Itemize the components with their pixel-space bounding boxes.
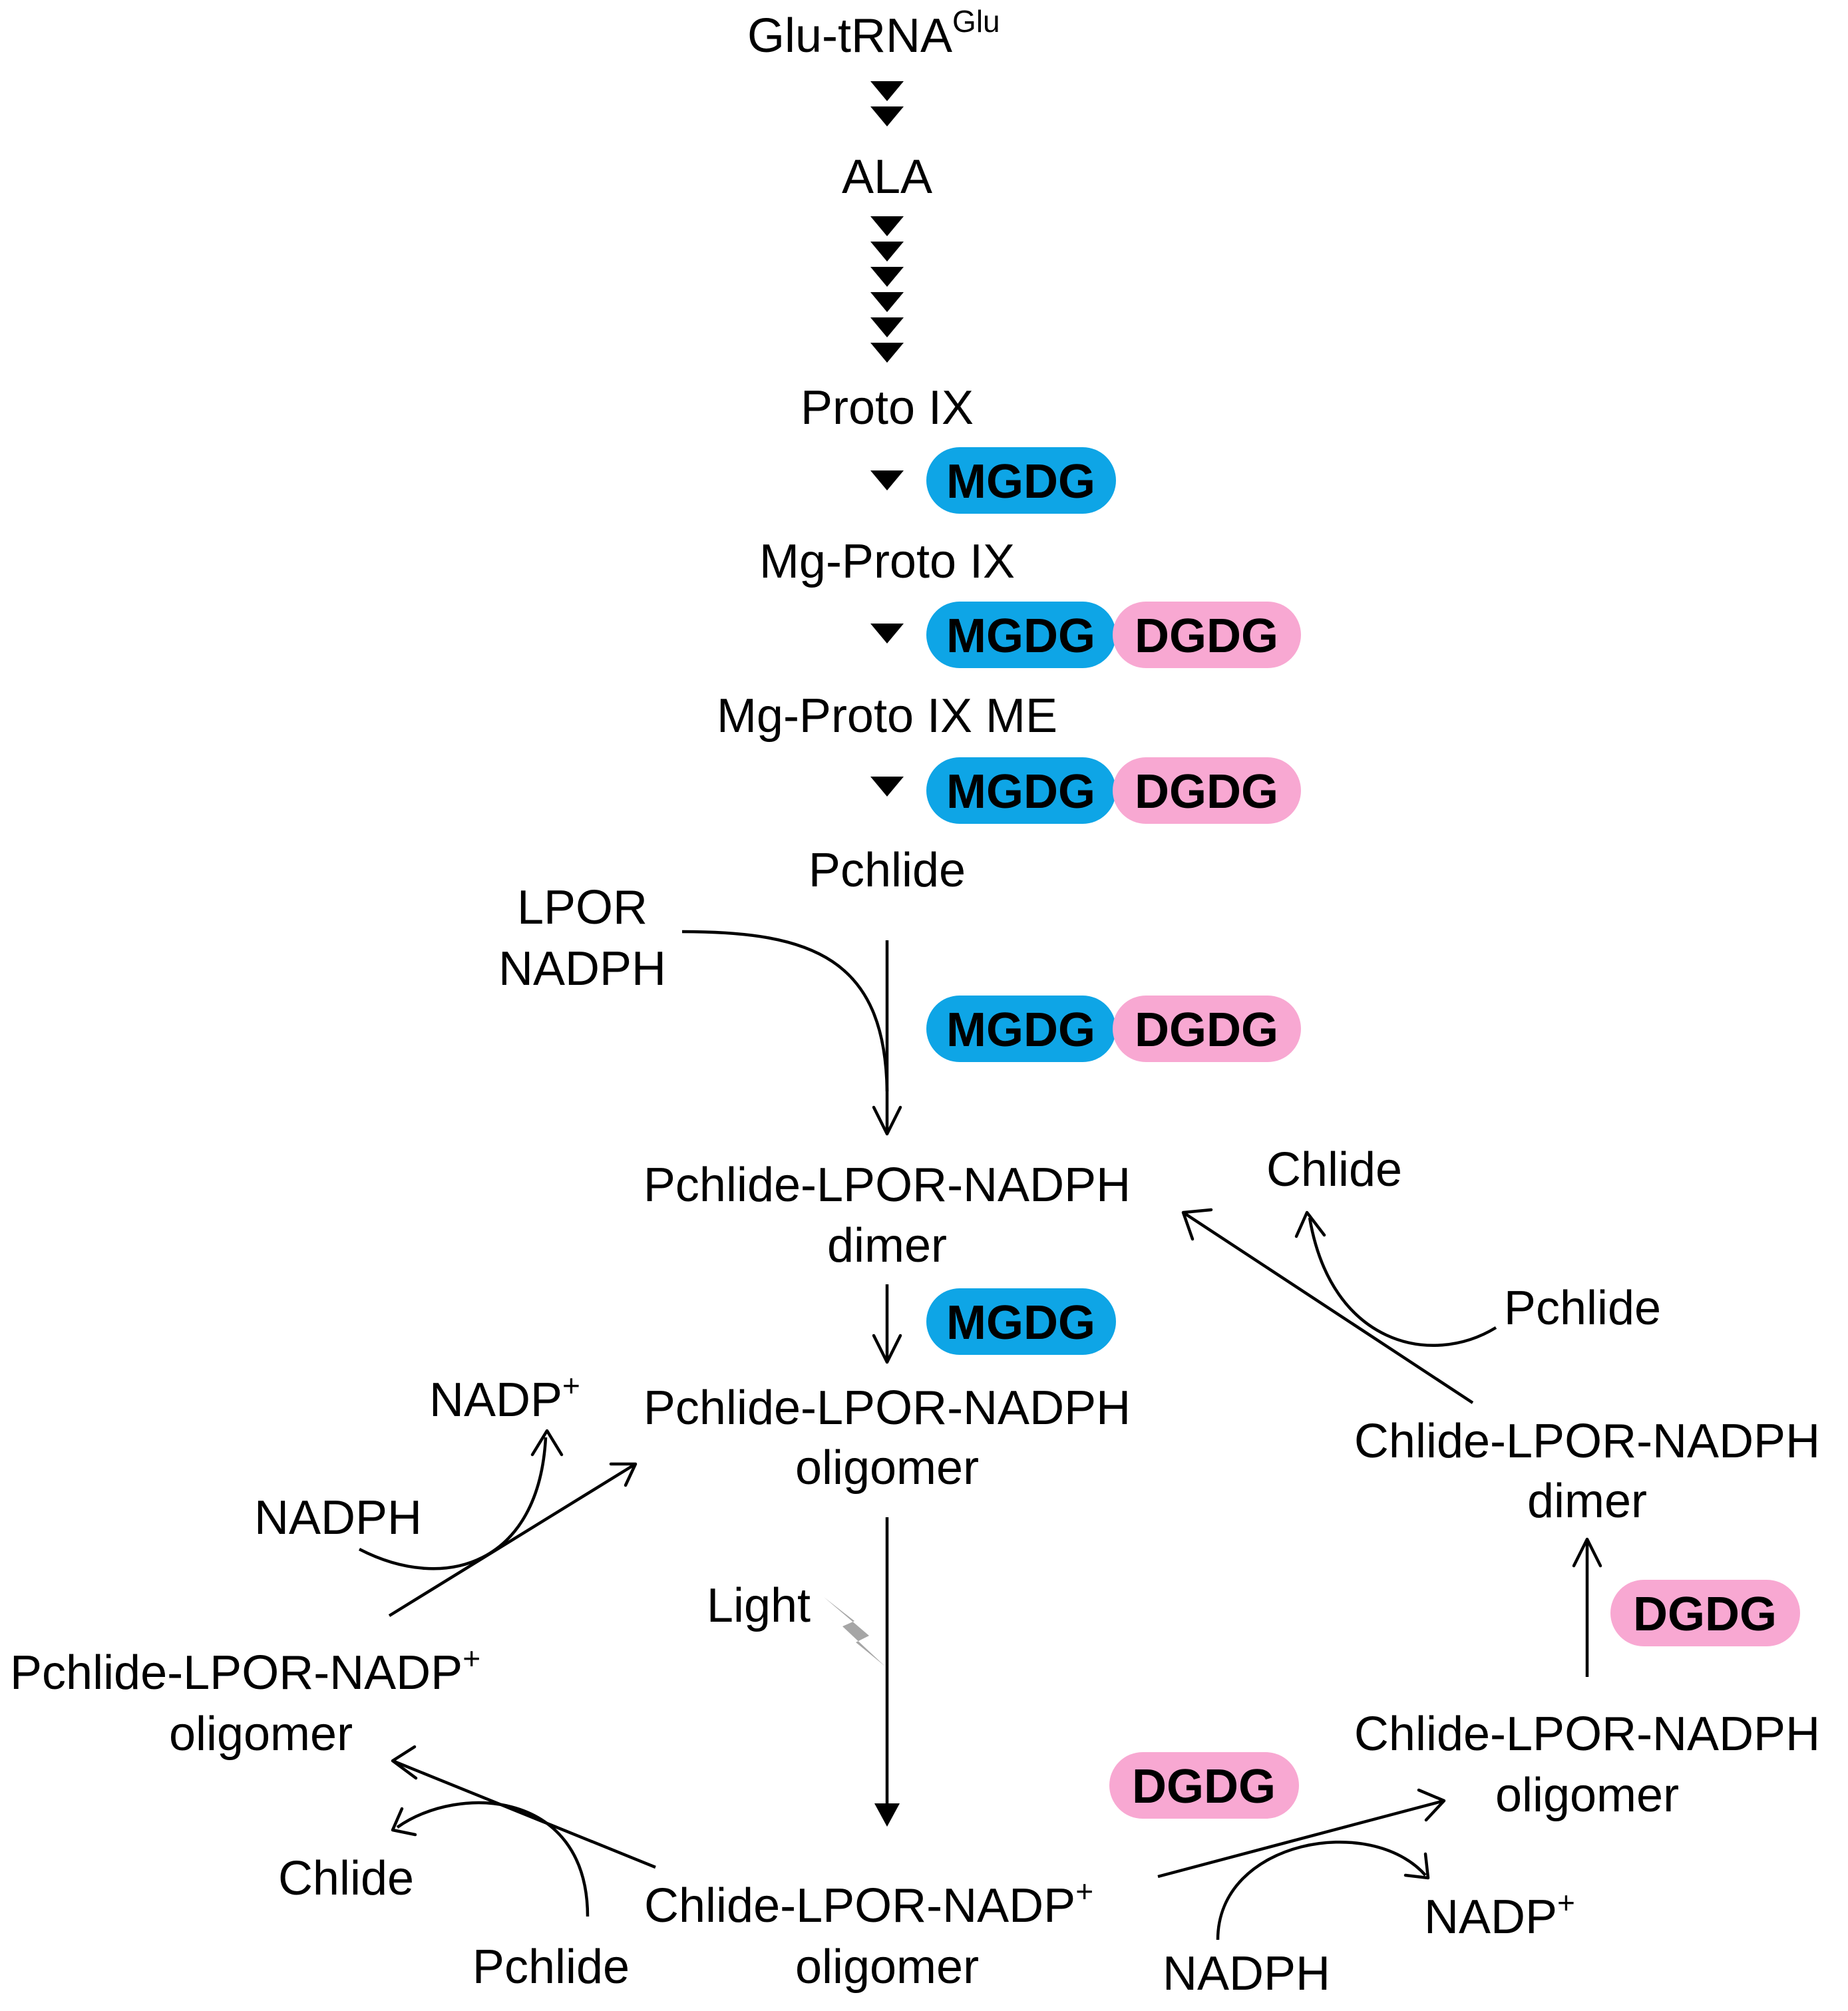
triangle-down-icon — [870, 267, 904, 287]
svg-text:Chlide-LPOR-NADP+: Chlide-LPOR-NADP+ — [644, 1874, 1093, 1932]
chlide-lpor-nadp-oligomer-line1: Chlide-LPOR-NADP — [644, 1879, 1075, 1932]
glu-trna-label: Glu-tRNA — [747, 9, 952, 63]
node-pchlide-lpor-nadp-oligomer: Pchlide-LPOR-NADP+ oligomer — [10, 1641, 480, 1761]
svg-text:DGDG: DGDG — [1135, 1004, 1278, 1057]
svg-text:DGDG: DGDG — [1135, 765, 1278, 819]
node-pchlide-bottom-left: Pchlide — [472, 1940, 630, 1994]
lightning-bolt-icon — [824, 1597, 885, 1666]
triangle-down-icon — [870, 777, 904, 797]
triangle-down-icon — [870, 470, 904, 490]
node-chlide-left: Chlide — [278, 1852, 414, 1905]
node-light: Light — [707, 1579, 811, 1632]
lipid-pill-mgdg: MGDG — [926, 602, 1116, 668]
pchlide-lpor-nadp-oligomer-line1: Pchlide-LPOR-NADP — [10, 1646, 462, 1700]
step-ala-to-proto — [870, 216, 904, 363]
node-chlide-lpor-nadph-oligomer-line2: oligomer — [1495, 1769, 1679, 1822]
nadp-left-superscript: + — [562, 1368, 580, 1403]
arrow-pchlide-to-dimer — [681, 930, 902, 1136]
lipid-pill-dgdg: DGDG — [1109, 1752, 1299, 1819]
glu-trna-superscript: Glu — [952, 4, 1000, 39]
chlide-lpor-nadp-oligomer-line2: oligomer — [795, 1940, 979, 1994]
lipid-pill-dgdg: DGDG — [1610, 1580, 1800, 1646]
node-nadph-left: NADPH — [254, 1491, 422, 1545]
nadp-bottom-right-superscript: + — [1557, 1885, 1575, 1920]
node-chlide-lpor-nadph-dimer-line2: dimer — [1527, 1475, 1647, 1528]
lipid-pill-dgdg: DGDG — [1113, 757, 1301, 824]
triangle-down-icon — [870, 81, 904, 101]
lipid-pill-dgdg: DGDG — [1113, 996, 1301, 1062]
svg-text:DGDG: DGDG — [1633, 1588, 1777, 1641]
lipid-pill-mgdg: MGDG — [926, 757, 1116, 824]
triangle-down-icon — [870, 292, 904, 312]
arrow-dimer-to-oligomer — [872, 1284, 902, 1364]
arrow-to-pchlide-nadp-oligomer — [391, 1745, 656, 1917]
node-nadp-bottom-right: NADP+ — [1424, 1885, 1575, 1944]
svg-text:MGDG: MGDG — [946, 610, 1095, 663]
svg-text:MGDG: MGDG — [946, 455, 1095, 508]
node-nadph-top: NADPH — [498, 942, 666, 996]
arrow-light-reaction — [824, 1517, 900, 1827]
triangle-down-icon — [870, 624, 904, 643]
node-mg-proto-ix-me: Mg-Proto IX ME — [717, 689, 1057, 743]
lipid-pill-mgdg: MGDG — [926, 447, 1116, 514]
arrow-to-pchlide-nadph-oligomer — [358, 1429, 638, 1617]
arrowhead-icon — [874, 1803, 900, 1827]
node-pchlide-right: Pchlide — [1504, 1282, 1661, 1335]
lipid-pill-mgdg: MGDG — [926, 1288, 1116, 1355]
nadp-left-label: NADP — [429, 1373, 562, 1427]
step-glu-to-ala — [870, 81, 904, 126]
node-glu-trna: Glu-tRNAGlu — [747, 4, 1000, 63]
svg-text:MGDG: MGDG — [946, 765, 1095, 819]
lipid-pill-mgdg: MGDG — [926, 996, 1116, 1062]
node-chlide-right: Chlide — [1266, 1143, 1402, 1196]
svg-text:Glu-tRNAGlu: Glu-tRNAGlu — [747, 4, 1000, 63]
pchlide-lpor-nadp-oligomer-line2: oligomer — [169, 1708, 353, 1761]
triangle-down-icon — [870, 106, 904, 126]
node-chlide-lpor-nadp-oligomer: Chlide-LPOR-NADP+ oligomer — [644, 1874, 1093, 1994]
node-pchlide-lpor-nadph-oligomer-line1: Pchlide-LPOR-NADPH — [644, 1381, 1131, 1435]
arrow-oligomer-to-chlide-dimer — [1572, 1537, 1602, 1677]
svg-text:NADP+: NADP+ — [1424, 1885, 1575, 1944]
node-mg-proto-ix: Mg-Proto IX — [759, 535, 1015, 588]
arrow-to-chlide-nadph-oligomer — [1157, 1788, 1446, 1940]
nadp-bottom-right-label: NADP — [1424, 1891, 1557, 1944]
node-pchlide-top: Pchlide — [809, 844, 966, 897]
triangle-down-icon — [870, 216, 904, 236]
node-nadph-bottom: NADPH — [1163, 1947, 1330, 2000]
node-proto-ix: Proto IX — [801, 381, 974, 435]
node-chlide-lpor-nadph-oligomer-line1: Chlide-LPOR-NADPH — [1354, 1708, 1820, 1761]
triangle-down-icon — [870, 242, 904, 262]
lipid-pill-dgdg: DGDG — [1113, 602, 1301, 668]
node-ala: ALA — [842, 150, 932, 204]
node-pchlide-lpor-nadph-oligomer-line2: oligomer — [795, 1441, 979, 1495]
arrow-chlide-dimer-to-pchlide-dimer — [1181, 1208, 1497, 1404]
triangle-down-icon — [870, 343, 904, 363]
node-nadp-left: NADP+ — [429, 1368, 580, 1427]
svg-text:MGDG: MGDG — [946, 1004, 1095, 1057]
svg-text:DGDG: DGDG — [1135, 610, 1278, 663]
node-lpor: LPOR — [517, 881, 647, 934]
svg-text:NADP+: NADP+ — [429, 1368, 580, 1427]
node-pchlide-lpor-nadph-dimer-line1: Pchlide-LPOR-NADPH — [644, 1159, 1131, 1212]
node-chlide-lpor-nadph-dimer-line1: Chlide-LPOR-NADPH — [1354, 1415, 1820, 1468]
chlide-lpor-nadp-oligomer-superscript: + — [1075, 1874, 1093, 1909]
svg-text:Pchlide-LPOR-NADP+: Pchlide-LPOR-NADP+ — [10, 1641, 480, 1700]
triangle-down-icon — [870, 317, 904, 337]
svg-text:MGDG: MGDG — [946, 1296, 1095, 1350]
svg-text:DGDG: DGDG — [1132, 1760, 1276, 1813]
node-pchlide-lpor-nadph-dimer-line2: dimer — [827, 1219, 947, 1272]
pchlide-lpor-nadp-oligomer-superscript: + — [462, 1641, 480, 1676]
